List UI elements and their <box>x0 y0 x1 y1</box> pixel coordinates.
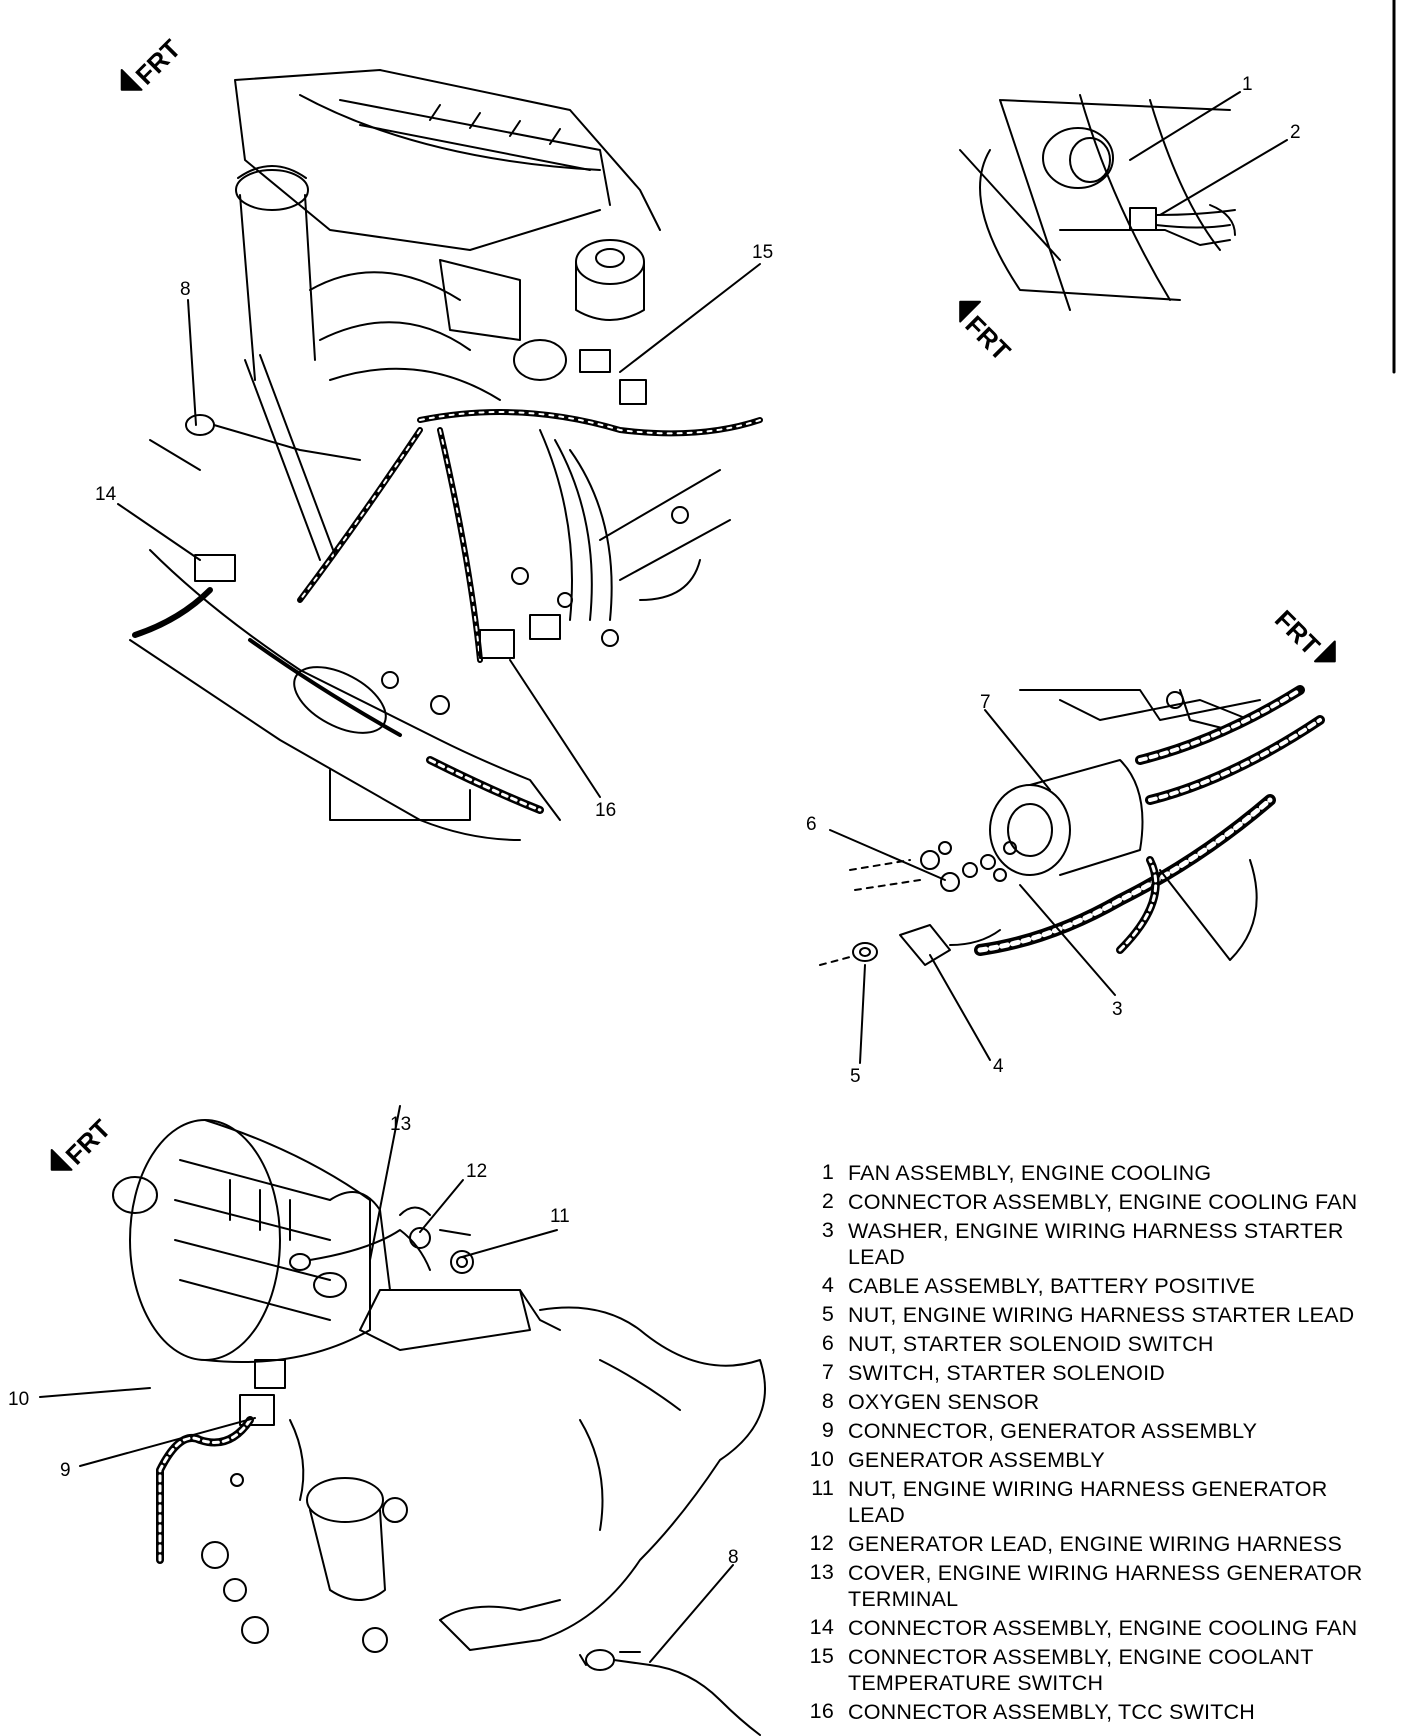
legend-num: 7 <box>821 1360 834 1384</box>
legend-item: 10 GENERATOR ASSEMBLY <box>800 1445 1390 1474</box>
callout-7: 7 <box>980 692 991 713</box>
legend-text: OXYGEN SENSOR <box>848 1390 1040 1414</box>
callout-14: 14 <box>95 484 117 505</box>
legend-text: NUT, STARTER SOLENOID SWITCH <box>848 1332 1214 1356</box>
legend-num: 13 <box>809 1560 834 1584</box>
legend-item: 13 COVER, ENGINE WIRING HARNESS GENERATOR… <box>800 1558 1390 1612</box>
legend-item: 2 CONNECTOR ASSEMBLY, ENGINE COOLING FAN <box>800 1187 1390 1216</box>
legend-num: 1 <box>821 1160 834 1184</box>
legend-item: 3 WASHER, ENGINE WIRING HARNESS STARTER L… <box>800 1216 1390 1270</box>
engine-bay-drawing <box>129 69 763 841</box>
leader-lines <box>39 91 1288 1663</box>
frt-arrow-starter: FRT <box>1269 604 1336 663</box>
legend-text: NUT, ENGINE WIRING HARNESS GENERATOR LEA… <box>848 1477 1328 1527</box>
frt-arrow-generator: FRT <box>50 1113 117 1171</box>
legend-item: 15 CONNECTOR ASSEMBLY, ENGINE COOLANT TEM… <box>800 1642 1390 1696</box>
callout-16: 16 <box>595 800 616 821</box>
callout-8-generator: 8 <box>728 1547 739 1568</box>
legend-item: 6 NUT, STARTER SOLENOID SWITCH <box>800 1329 1390 1358</box>
legend-num: 16 <box>809 1699 834 1723</box>
frt-arrow-fan: FRT <box>959 300 1017 367</box>
legend-num: 14 <box>809 1615 834 1639</box>
legend-num: 11 <box>811 1476 834 1500</box>
legend-num: 15 <box>809 1644 834 1668</box>
legend-num: 10 <box>809 1447 834 1471</box>
legend-text: WASHER, ENGINE WIRING HARNESS STARTER LE… <box>848 1219 1344 1269</box>
starter-detail-drawing <box>819 685 1325 966</box>
legend-item: 1 FAN ASSEMBLY, ENGINE COOLING <box>800 1158 1390 1187</box>
generator-drawing <box>112 1119 766 1736</box>
legend-num: 6 <box>821 1331 834 1355</box>
legend-item: 9 CONNECTOR, GENERATOR ASSEMBLY <box>800 1416 1390 1445</box>
legend-num: 4 <box>821 1273 834 1297</box>
frt-label-1: FRT <box>129 33 186 90</box>
legend-text: GENERATOR ASSEMBLY <box>848 1448 1105 1472</box>
legend-text: NUT, ENGINE WIRING HARNESS STARTER LEAD <box>848 1303 1355 1327</box>
legend-text: COVER, ENGINE WIRING HARNESS GENERATOR T… <box>848 1561 1363 1611</box>
legend-text: CONNECTOR ASSEMBLY, TCC SWITCH <box>848 1700 1256 1724</box>
frt-label-2: FRT <box>959 309 1016 366</box>
callout-13: 13 <box>390 1114 411 1135</box>
legend-num: 3 <box>821 1218 834 1242</box>
legend-item: 4 CABLE ASSEMBLY, BATTERY POSITIVE <box>800 1271 1390 1300</box>
callout-4: 4 <box>993 1056 1004 1077</box>
callout-8-engine: 8 <box>180 279 191 300</box>
legend-item: 12 GENERATOR LEAD, ENGINE WIRING HARNESS <box>800 1529 1390 1558</box>
frt-label-4: FRT <box>59 1113 116 1170</box>
legend-item: 5 NUT, ENGINE WIRING HARNESS STARTER LEAD <box>800 1300 1390 1329</box>
legend-item: 8 OXYGEN SENSOR <box>800 1387 1390 1416</box>
fan-detail-drawing <box>959 94 1236 311</box>
legend-item: 16 CONNECTOR ASSEMBLY, TCC SWITCH <box>800 1697 1390 1726</box>
callout-1: 1 <box>1242 74 1253 95</box>
legend-num: 5 <box>821 1302 834 1326</box>
callout-6: 6 <box>806 814 817 835</box>
legend-text: CABLE ASSEMBLY, BATTERY POSITIVE <box>848 1274 1256 1298</box>
legend-item: 11 NUT, ENGINE WIRING HARNESS GENERATOR L… <box>800 1474 1390 1528</box>
callout-12: 12 <box>466 1161 487 1182</box>
legend-item: 14 CONNECTOR ASSEMBLY, ENGINE COOLING FAN <box>800 1613 1390 1642</box>
callout-9: 9 <box>60 1460 71 1481</box>
callout-2: 2 <box>1290 122 1301 143</box>
legend-text: CONNECTOR ASSEMBLY, ENGINE COOLING FAN <box>848 1616 1358 1640</box>
legend-text: CONNECTOR, GENERATOR ASSEMBLY <box>848 1419 1258 1443</box>
legend-text: GENERATOR LEAD, ENGINE WIRING HARNESS <box>848 1532 1343 1556</box>
callout-15: 15 <box>752 242 773 263</box>
legend-num: 8 <box>821 1389 834 1413</box>
legend-text: SWITCH, STARTER SOLENOID <box>848 1361 1165 1385</box>
frt-label-3: FRT <box>1269 604 1326 661</box>
legend-text: CONNECTOR ASSEMBLY, ENGINE COOLANT TEMPE… <box>848 1645 1314 1695</box>
legend-text: FAN ASSEMBLY, ENGINE COOLING <box>848 1161 1212 1185</box>
callout-numbers: 1 2 3 4 5 6 7 8 8 9 10 11 12 13 14 15 16 <box>8 74 1301 1568</box>
legend-num: 2 <box>821 1189 834 1213</box>
frt-arrow-top-left: FRT <box>120 33 187 91</box>
legend-text: CONNECTOR ASSEMBLY, ENGINE COOLING FAN <box>848 1190 1358 1214</box>
callout-11: 11 <box>550 1206 570 1227</box>
legend-num: 9 <box>821 1418 834 1442</box>
callout-10: 10 <box>8 1389 29 1410</box>
callout-3: 3 <box>1112 999 1123 1020</box>
legend-item: 7 SWITCH, STARTER SOLENOID <box>800 1358 1390 1387</box>
callout-5: 5 <box>850 1066 861 1087</box>
legend-num: 12 <box>809 1531 834 1555</box>
